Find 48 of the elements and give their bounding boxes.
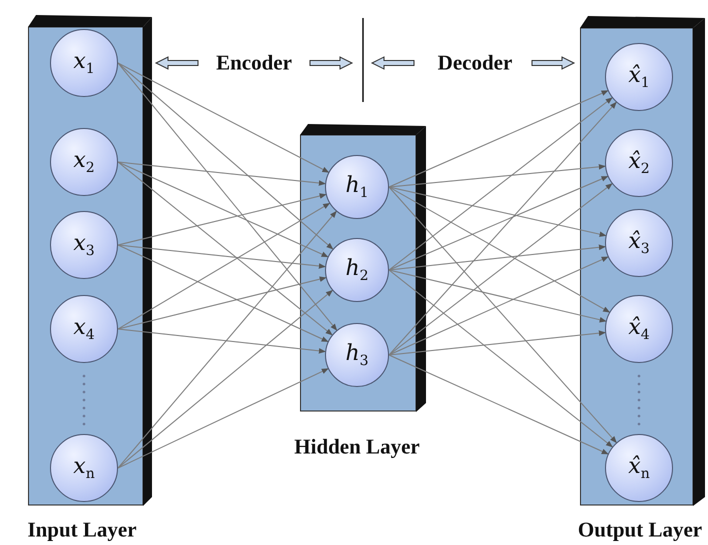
connection-arrow [388, 186, 617, 444]
connection-arrow [388, 330, 606, 356]
neuron-label: x̂$_{2}$ [628, 150, 650, 176]
connection-arrow [118, 328, 326, 354]
connection-arrow [388, 186, 610, 313]
connection-arrow [388, 256, 609, 356]
connection-arrow [388, 270, 607, 322]
neuron-label: x$_{n}$ [73, 456, 95, 480]
section-label: Decoder [438, 51, 512, 75]
connection-arrow [388, 186, 606, 237]
connection-arrow [388, 90, 609, 188]
connection-arrow [118, 162, 326, 186]
connection-arrow [118, 202, 330, 330]
connection-arrow [118, 162, 328, 258]
connection-arrow [388, 270, 613, 448]
connection-arrow [388, 354, 609, 454]
connection-arrow [118, 162, 333, 336]
section-label: Encoder [216, 51, 292, 75]
neuron-label: x$_{3}$ [73, 232, 95, 258]
layer-label: Hidden Layer [294, 435, 420, 459]
connection-arrow [388, 244, 606, 270]
connection-arrow [118, 368, 329, 468]
connection-arrow [388, 164, 606, 188]
connection-arrow [118, 62, 334, 250]
connection-arrow [118, 62, 330, 173]
connection-arrow [118, 244, 329, 342]
connection-arrow [118, 244, 326, 269]
layer-label: Output Layer [578, 518, 702, 542]
neuron-label: x$_{2}$ [73, 150, 95, 174]
neuron-label: h$_{3}$ [345, 342, 369, 368]
neuron-label: h$_{1}$ [345, 174, 369, 200]
connection-arrow [118, 193, 327, 246]
connection-arrow [388, 102, 617, 356]
connection-arrow [388, 176, 608, 270]
layer-label: Input Layer [27, 518, 137, 542]
neuron-label: x̂$_{1}$ [628, 64, 650, 90]
connection-arrow [388, 183, 613, 356]
neuron-label: x$_{1}$ [73, 50, 95, 76]
neuron-label: x̂$_{n}$ [628, 456, 650, 480]
neuron-label: x$_{4}$ [73, 316, 95, 342]
neuron-label: x̂$_{3}$ [628, 230, 650, 256]
connection-arrow [388, 97, 613, 270]
connection-arrow [118, 62, 338, 331]
neuron-label: h$_{2}$ [345, 258, 369, 282]
connection-arrow [118, 210, 337, 468]
connection-arrow [118, 276, 327, 330]
neuron-label: x̂$_{4}$ [628, 316, 650, 342]
connection-arrow [118, 290, 333, 468]
